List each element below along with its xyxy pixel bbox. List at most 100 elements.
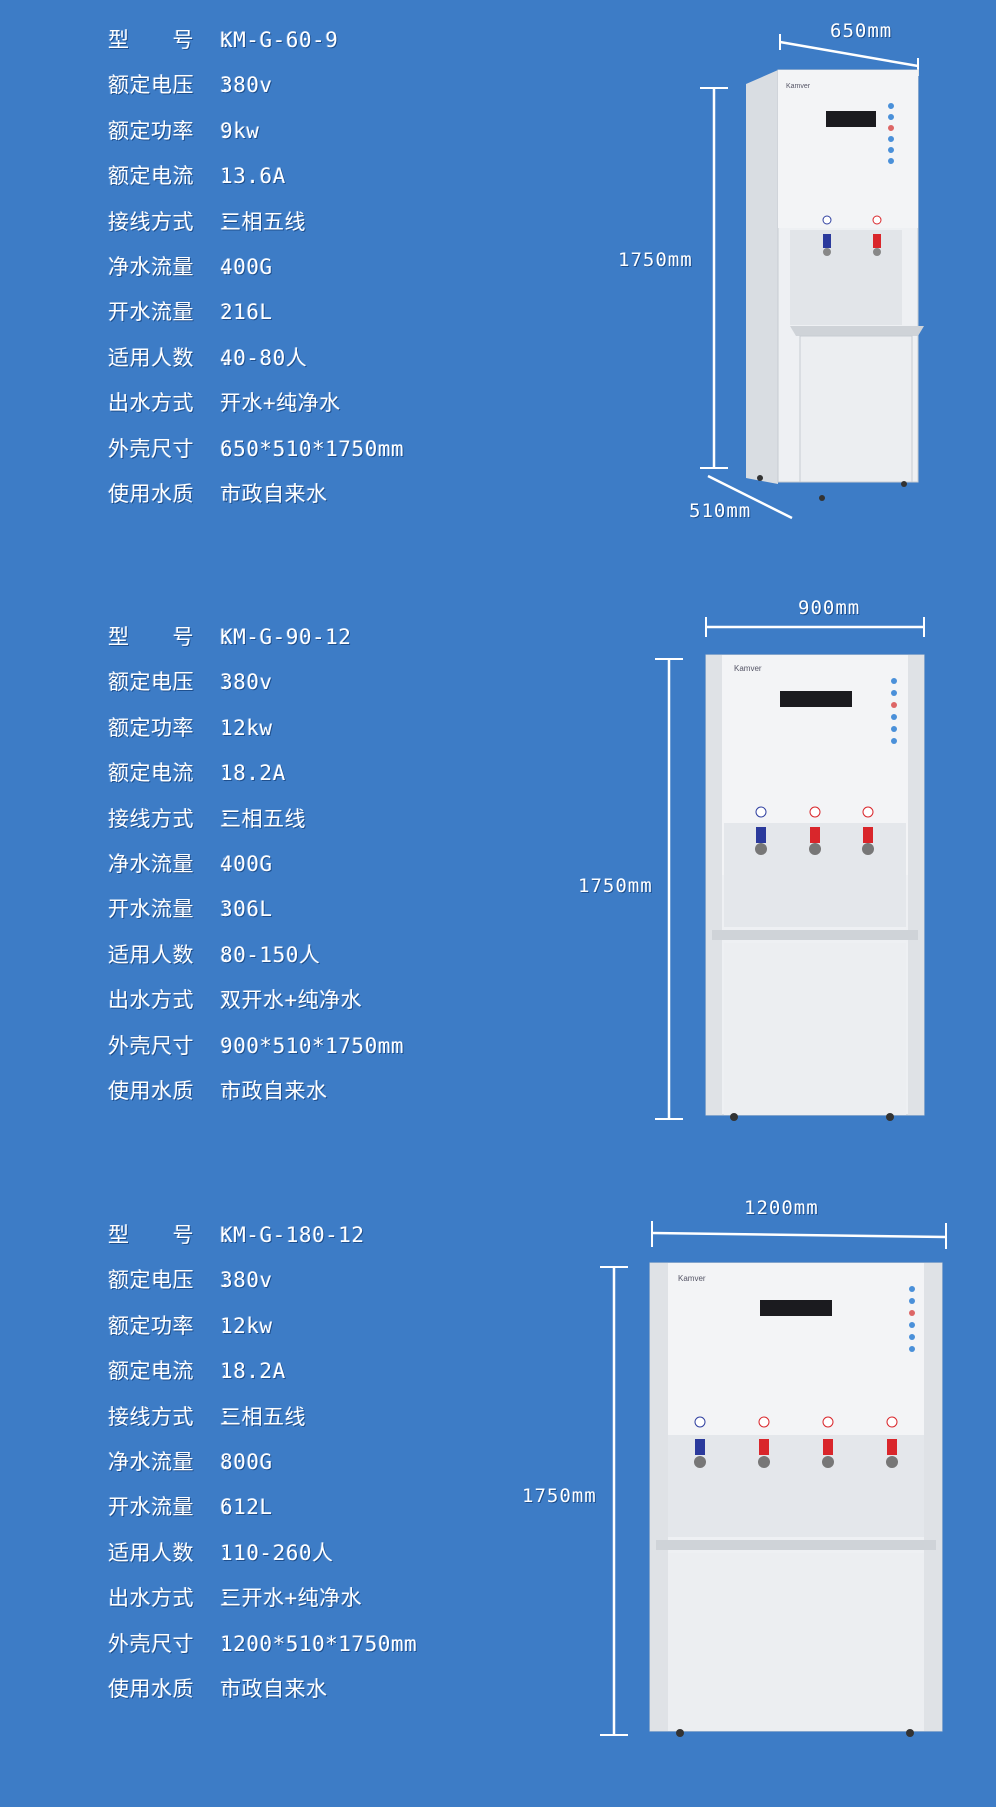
- cold-tap-icon: [756, 827, 766, 843]
- spec-label: 适用人数: [108, 942, 194, 967]
- spec-value: 400G: [220, 254, 273, 279]
- spec-dimensions: 外壳尺寸：650*510*1750mm: [108, 431, 404, 476]
- height-dimension-label: 1750mm: [522, 1485, 597, 1507]
- spec-label: 额定电流: [108, 1359, 194, 1384]
- width-dimension-label: 900mm: [798, 597, 861, 619]
- spec-value: 13.6A: [220, 164, 286, 189]
- spec-label: 开水流量: [108, 300, 194, 325]
- spec-value: 1200*510*1750mm: [220, 1631, 418, 1656]
- spec-label: 型 号: [108, 625, 194, 649]
- spec-value: KM-G-60-9: [220, 28, 339, 52]
- spec-label: 净水流量: [108, 254, 194, 279]
- spec-wiring: 接线方式：三相五线: [108, 801, 404, 846]
- spec-label: 接线方式: [108, 806, 194, 831]
- spec-wiring: 接线方式：三相五线: [108, 204, 404, 249]
- spec-list: 型 号：KM-G-180-12 额定电压：380v 额定功率：12kw 额定电流…: [108, 1217, 417, 1716]
- spec-value: 市政自来水: [220, 1078, 328, 1103]
- spec-voltage: 额定电压：380v: [108, 1262, 417, 1307]
- spec-value: 市政自来水: [220, 481, 328, 506]
- product-km-g-90-12: 型 号：KM-G-90-12 额定电压：380v 额定功率：12kw 额定电流：…: [0, 597, 996, 1137]
- spec-label: 使用水质: [108, 1078, 194, 1103]
- spec-label: 开水流量: [108, 1495, 194, 1520]
- spec-label: 额定电压: [108, 670, 194, 695]
- spec-value: 12kw: [220, 1313, 273, 1338]
- product-km-g-60-9: 型 号：KM-G-60-9 额定电压：380v 额定功率：9kw 额定电流：13…: [0, 0, 996, 540]
- spec-water-quality: 使用水质：市政自来水: [108, 476, 404, 521]
- spec-value: 市政自来水: [220, 1676, 328, 1701]
- spec-value: 306L: [220, 897, 273, 922]
- width-dimension-label: 650mm: [830, 20, 893, 42]
- spec-water-quality: 使用水质：市政自来水: [108, 1671, 417, 1716]
- spec-label: 接线方式: [108, 209, 194, 234]
- spec-value: 800G: [220, 1449, 273, 1474]
- spec-water-quality: 使用水质：市政自来水: [108, 1073, 404, 1118]
- spec-value: 400G: [220, 851, 273, 876]
- spec-model: 型 号：KM-G-60-9: [108, 22, 404, 67]
- spec-value: 216L: [220, 300, 273, 325]
- spec-label: 额定电流: [108, 761, 194, 786]
- water-boiler-illustration: Kamver: [700, 34, 924, 520]
- height-dimension-label: 1750mm: [618, 249, 693, 271]
- spec-purified-flow: 净水流量：400G: [108, 846, 404, 891]
- spec-label: 型 号: [108, 1223, 194, 1247]
- spec-power: 额定功率：12kw: [108, 1308, 417, 1353]
- spec-value: 380v: [220, 73, 273, 98]
- spec-boiling-flow: 开水流量：612L: [108, 1489, 417, 1534]
- cold-tap-icon: [695, 1439, 705, 1455]
- spec-value: 40-80人: [220, 345, 308, 370]
- hot-tap-icon: [810, 827, 820, 843]
- spec-label: 外壳尺寸: [108, 436, 194, 461]
- spec-label: 额定电压: [108, 1268, 194, 1293]
- spec-label: 出水方式: [108, 988, 194, 1013]
- spec-value: 612L: [220, 1495, 273, 1520]
- spec-value: 开水+纯净水: [220, 391, 341, 416]
- spec-label: 开水流量: [108, 897, 194, 922]
- spec-voltage: 额定电压：380v: [108, 67, 404, 112]
- spec-power: 额定功率：12kw: [108, 710, 404, 755]
- spec-users: 适用人数：110-260人: [108, 1535, 417, 1580]
- spec-outlet-mode: 出水方式：开水+纯净水: [108, 385, 404, 430]
- spec-model: 型 号：KM-G-90-12: [108, 619, 404, 664]
- spec-list: 型 号：KM-G-90-12 额定电压：380v 额定功率：12kw 额定电流：…: [108, 619, 404, 1118]
- spec-current: 额定电流：18.2A: [108, 1353, 417, 1398]
- spec-label: 额定电压: [108, 73, 194, 98]
- spec-value: 三开水+纯净水: [220, 1586, 363, 1611]
- spec-wiring: 接线方式：三相五线: [108, 1399, 417, 1444]
- spec-dimensions: 外壳尺寸：1200*510*1750mm: [108, 1626, 417, 1671]
- spec-label: 净水流量: [108, 851, 194, 876]
- spec-value: 380v: [220, 670, 273, 695]
- spec-boiling-flow: 开水流量：306L: [108, 891, 404, 936]
- hot-tap-icon: [887, 1439, 897, 1455]
- product-km-g-180-12: 型 号：KM-G-180-12 额定电压：380v 额定功率：12kw 额定电流…: [0, 1195, 996, 1755]
- spec-label: 型 号: [108, 28, 194, 52]
- spec-value: 9kw: [220, 118, 260, 143]
- brand-logo: Kamver: [678, 1274, 706, 1283]
- spec-label: 出水方式: [108, 391, 194, 416]
- spec-current: 额定电流：18.2A: [108, 755, 404, 800]
- brand-logo: Kamver: [734, 664, 762, 673]
- spec-label: 出水方式: [108, 1586, 194, 1611]
- depth-dimension-label: 510mm: [689, 500, 752, 522]
- spec-label: 外壳尺寸: [108, 1631, 194, 1656]
- spec-value: 18.2A: [220, 761, 286, 786]
- spec-value: 12kw: [220, 715, 273, 740]
- spec-label: 接线方式: [108, 1404, 194, 1429]
- spec-dimensions: 外壳尺寸：900*510*1750mm: [108, 1028, 404, 1073]
- spec-purified-flow: 净水流量：400G: [108, 249, 404, 294]
- spec-value: 三相五线: [220, 806, 306, 831]
- spec-label: 额定功率: [108, 118, 194, 143]
- spec-users: 适用人数：80-150人: [108, 937, 404, 982]
- spec-outlet-mode: 出水方式：双开水+纯净水: [108, 982, 404, 1027]
- spec-label: 使用水质: [108, 1676, 194, 1701]
- brand-logo: Kamver: [786, 83, 811, 90]
- spec-label: 净水流量: [108, 1449, 194, 1474]
- spec-value: 三相五线: [220, 209, 306, 234]
- hot-tap-icon: [863, 827, 873, 843]
- spec-voltage: 额定电压：380v: [108, 664, 404, 709]
- spec-label: 额定功率: [108, 1313, 194, 1338]
- spec-label: 外壳尺寸: [108, 1033, 194, 1058]
- cold-tap-icon: [823, 234, 831, 248]
- spec-label: 适用人数: [108, 1540, 194, 1565]
- spec-value: 650*510*1750mm: [220, 436, 405, 461]
- spec-value: 18.2A: [220, 1359, 286, 1384]
